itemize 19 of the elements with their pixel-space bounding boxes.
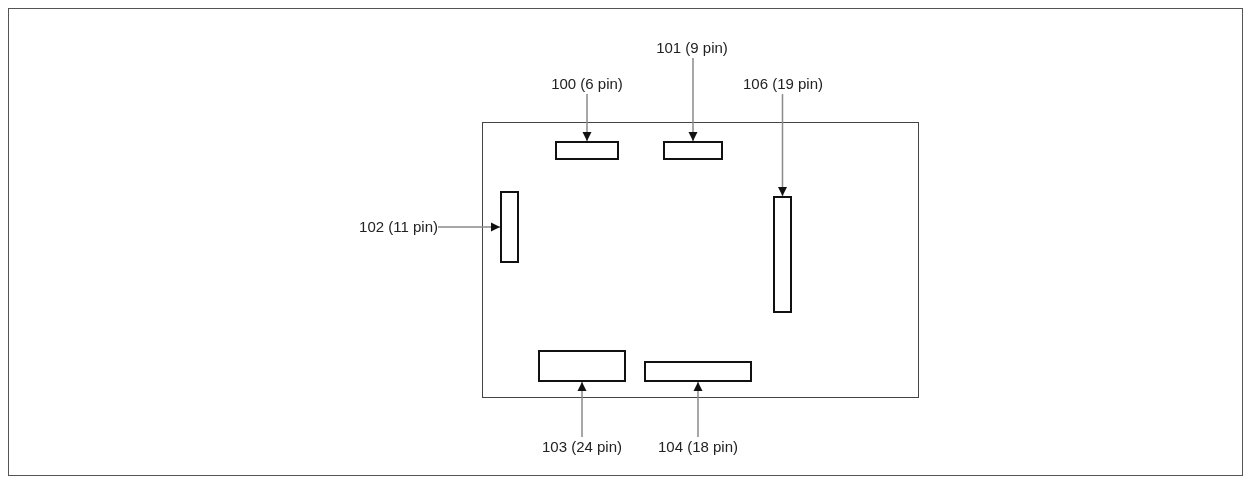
leader-arrow (688, 57, 698, 142)
connector-label: 103 (24 pin) (523, 437, 641, 457)
connector-block (772, 195, 792, 313)
connector-block (662, 140, 723, 160)
connector-label: 106 (19 pin) (728, 74, 838, 94)
connector-block (499, 190, 519, 263)
connector-label: 102 (11 pin) (306, 217, 438, 237)
circuit-board-outline (482, 122, 919, 398)
connector-block (537, 349, 626, 382)
connector-block (643, 360, 752, 382)
leader-arrow (778, 93, 787, 197)
leader-arrow (577, 381, 587, 438)
leader-arrow (437, 222, 501, 232)
connector-label: 104 (18 pin) (642, 437, 754, 457)
connector-label: 100 (6 pin) (532, 74, 642, 94)
leader-arrow (582, 93, 592, 142)
connector-label: 101 (9 pin) (637, 38, 747, 58)
connector-block (554, 140, 619, 160)
leader-arrow (693, 381, 703, 438)
